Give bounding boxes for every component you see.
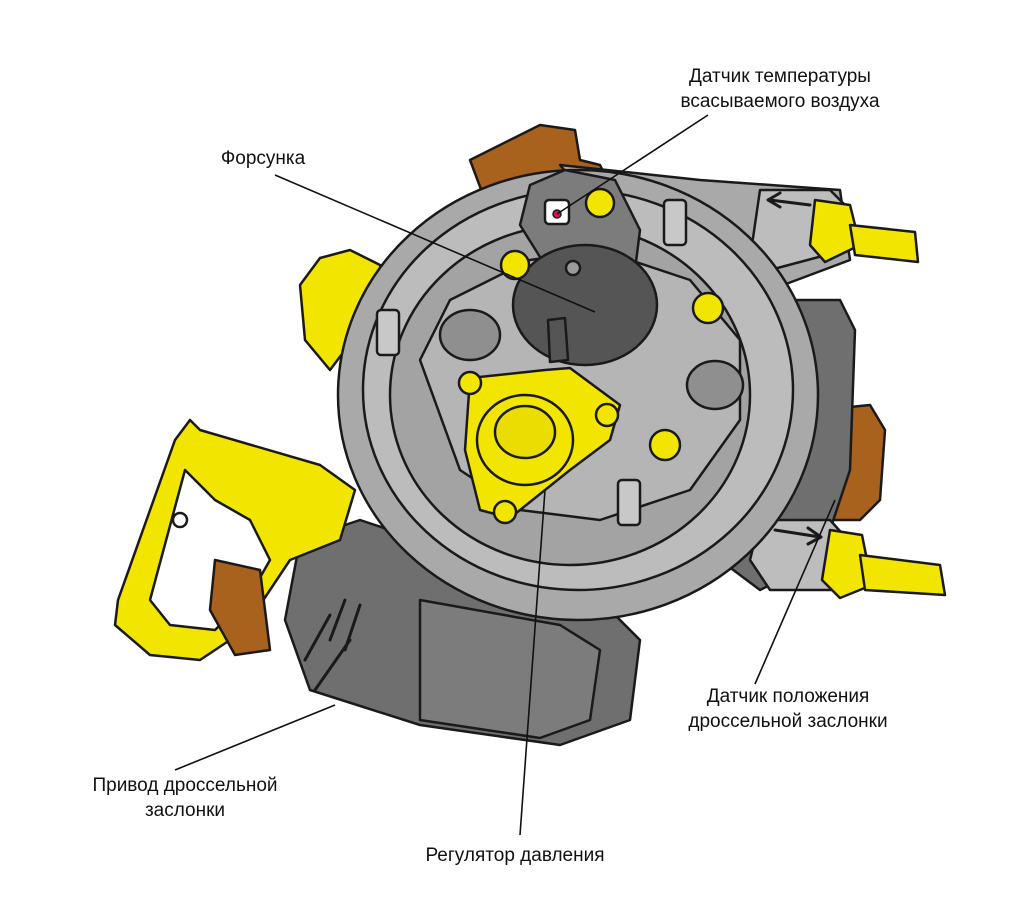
label-line: Регулятор давления	[425, 845, 605, 866]
lever-hole	[171, 511, 189, 529]
injector-screw	[564, 259, 582, 277]
lever-connector	[208, 558, 272, 657]
label-line: заслонки	[144, 800, 226, 821]
label-throttle-position-sensor: Датчик положения дроссельной заслонки	[663, 684, 913, 734]
label-line: Датчик положения	[706, 686, 870, 707]
label-pressure-regulator: Регулятор давления	[405, 843, 625, 868]
fuel-inlet-fitting	[808, 198, 862, 264]
leader-pressure-regulator	[519, 489, 546, 836]
fuel-inlet-nipple	[848, 223, 920, 264]
fuel-outlet-nipple	[858, 553, 947, 597]
label-line: Датчик температуры	[689, 66, 871, 87]
injector-body	[511, 243, 659, 367]
label-injector: Форсунка	[198, 146, 328, 171]
actuator-block	[418, 598, 602, 740]
leader-air-temp-sensor	[556, 114, 709, 215]
flow-arrow-in	[766, 191, 812, 209]
leader-throttle-actuator	[174, 704, 336, 771]
actuator-ribs	[303, 598, 362, 692]
label-intake-air-temp-sensor: Датчик температуры всасываемого воздуха	[640, 64, 920, 114]
regulator-screws	[457, 370, 620, 525]
label-line: Привод дроссельной	[92, 775, 278, 796]
leader-injector	[274, 174, 596, 313]
flow-arrow-out	[773, 526, 823, 546]
label-line: всасываемого воздуха	[680, 91, 880, 112]
label-line: дроссельной заслонки	[688, 711, 888, 732]
injector-tab	[546, 316, 570, 364]
left-bore	[438, 308, 502, 362]
yellow-screws	[499, 187, 725, 462]
leader-throttle-position-sensor	[754, 499, 836, 685]
right-bore	[685, 359, 745, 411]
label-throttle-actuator: Привод дроссельной заслонки	[70, 773, 300, 823]
fuel-outlet-fitting	[820, 528, 874, 600]
pressure-regulator-cap	[493, 404, 557, 460]
label-line: Форсунка	[220, 148, 306, 169]
studs	[375, 198, 688, 527]
